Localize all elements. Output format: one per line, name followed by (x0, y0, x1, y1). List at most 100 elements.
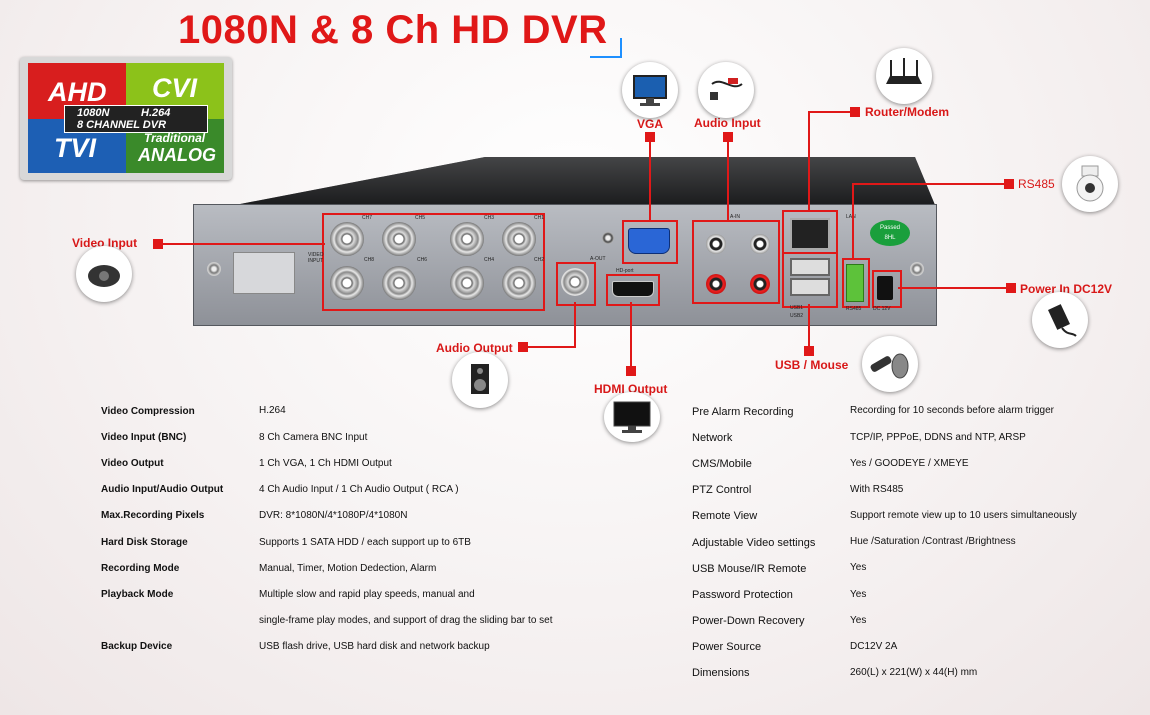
power-adapter-icon (1032, 292, 1088, 348)
line-power (898, 287, 1008, 289)
line-hdmi (630, 302, 632, 370)
spec-left-value: single-frame play modes, and support of … (259, 615, 553, 626)
rca-in-4 (706, 274, 726, 294)
audio-output-highlight (556, 262, 596, 306)
ptz-camera-icon (1062, 156, 1118, 212)
dot-audio-output (518, 342, 528, 352)
spec-left-label: Video Input (BNC) (101, 432, 187, 443)
line-audio-out-v (574, 302, 576, 347)
label-ch7: CH7 (362, 215, 373, 221)
callout-video-input: Video Input (72, 236, 138, 250)
spec-right-value: 260(L) x 221(W) x 44(H) mm (850, 667, 978, 678)
label-ch4: CH4 (484, 257, 495, 263)
bnc-ch2 (502, 266, 536, 300)
spec-right-value: Yes (850, 562, 867, 573)
line-vga (649, 132, 651, 222)
spec-right-label: CMS/Mobile (692, 458, 752, 470)
label-ch1: CH1 (534, 215, 545, 221)
spec-left-value: Multiple slow and rapid play speeds, man… (259, 589, 475, 600)
spec-right-value: With RS485 (850, 484, 904, 495)
spec-left-label: Playback Mode (101, 589, 174, 600)
badge-cvi: CVI (152, 73, 198, 103)
badge-band-8ch: 8 CHANNEL DVR (77, 119, 167, 131)
line-audio-out-h (520, 346, 576, 348)
spec-right-label: Adjustable Video settings (692, 537, 816, 549)
spec-left-value: H.264 (259, 405, 286, 416)
spec-left-label: Video Compression (101, 406, 195, 417)
spec-right-label: Pre Alarm Recording (692, 406, 794, 418)
label-ch2: CH2 (534, 257, 545, 263)
dot-rs485 (1004, 179, 1014, 189)
badge-tvi: TVI (54, 133, 97, 163)
panel-vent (233, 252, 295, 294)
label-dc12v: DC 12V (873, 306, 891, 312)
spec-right-label: Power-Down Recovery (692, 615, 805, 627)
label-lan: LAN (846, 214, 856, 220)
callout-vga: VGA (637, 117, 664, 131)
label-ch3: CH3 (484, 215, 495, 221)
spec-right-value: Hue /Saturation /Contrast /Brightness (850, 536, 1016, 547)
dvr-top-cover (235, 157, 935, 205)
dot-video-input (153, 239, 163, 249)
bnc-ch5 (382, 222, 416, 256)
bnc-ch7 (330, 222, 364, 256)
spec-left-value: 8 Ch Camera BNC Input (259, 432, 368, 443)
badge-band: 1080N H.264 8 CHANNEL DVR (64, 105, 208, 133)
hdmi-monitor-icon (604, 392, 660, 442)
bnc-ch6 (382, 266, 416, 300)
spec-right-value: Yes / GOODEYE / XMEYE (850, 458, 969, 469)
bnc-ch1 (502, 222, 536, 256)
label-a-out: A-OUT (590, 256, 606, 262)
dome-camera-icon (76, 246, 132, 302)
video-input-highlight (322, 213, 545, 311)
line-usb (808, 304, 810, 350)
dc-jack (877, 276, 893, 300)
spec-left-value: USB flash drive, USB hard disk and netwo… (259, 641, 490, 652)
label-ch8: CH8 (364, 257, 375, 263)
dot-hdmi (626, 366, 636, 376)
router-icon (876, 48, 932, 104)
rca-in-1 (750, 234, 770, 254)
microphone-icon (698, 62, 754, 118)
label-hd-port: HD-port (616, 268, 634, 274)
badge-band-1080n: 1080N (77, 107, 110, 119)
spec-left-label: Backup Device (101, 641, 173, 652)
usb-mouse-icon (862, 336, 918, 392)
spec-right-value: Yes (850, 589, 867, 600)
badge-ahd: AHD (48, 77, 107, 107)
spec-left-label: Video Output (101, 458, 164, 469)
label-video-input: VIDEO INPUT (308, 252, 324, 264)
badge-analog-big: ANALOG (138, 145, 216, 165)
spec-right-value: Recording for 10 seconds before alarm tr… (850, 405, 1054, 416)
spec-right-value: TCP/IP, PPPoE, DDNS and NTP, ARSP (850, 432, 1026, 443)
spec-right-value: Support remote view up to 10 users simul… (850, 510, 1077, 521)
spec-right-label: Dimensions (692, 667, 750, 679)
spec-left-value: Supports 1 SATA HDD / each support up to… (259, 537, 471, 548)
monitor-icon (622, 62, 678, 118)
spec-left-value: DVR: 8*1080N/4*1080P/4*1080N (259, 510, 408, 521)
spec-right-value: DC12V 2A (850, 641, 898, 652)
label-usb2: USB2 (790, 313, 804, 319)
spec-left-label: Audio Input/Audio Output (101, 484, 224, 495)
panel-screw-left (207, 262, 221, 276)
dot-router (850, 107, 860, 117)
line-router-h (808, 111, 852, 113)
audio-output-jack (561, 268, 589, 296)
callout-hdmi-output: HDMI Output (594, 382, 668, 396)
format-badge: AHD CVI TVI Traditional ANALOG 1080N H.2… (20, 57, 232, 180)
callout-audio-input: Audio Input (694, 116, 761, 130)
usb2-port (790, 278, 830, 296)
dot-usb (804, 346, 814, 356)
hdmi-port (612, 281, 654, 297)
badge-band-h264: H.264 (141, 107, 171, 119)
callout-audio-output: Audio Output (436, 341, 513, 355)
label-ch6: CH6 (417, 257, 428, 263)
title-corner-mark (590, 38, 622, 58)
callout-power-in: Power In DC12V (1020, 282, 1113, 296)
vga-port (628, 228, 670, 254)
audio-input-highlight (692, 220, 780, 304)
dot-vga (645, 132, 655, 142)
hdmi-highlight (606, 274, 660, 306)
rca-in-2 (750, 274, 770, 294)
usb-highlight (782, 252, 838, 308)
